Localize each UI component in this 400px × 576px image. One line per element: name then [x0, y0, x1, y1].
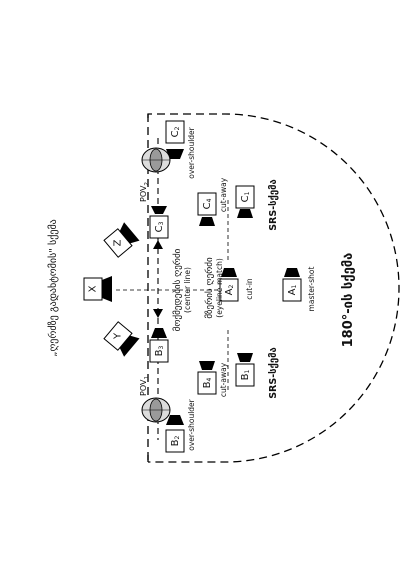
camera-x: X — [83, 276, 112, 302]
character-bottom — [141, 397, 171, 423]
center-line-arrow-bottom — [153, 309, 163, 318]
center-line-label: მოქმედების ღერძი — [172, 248, 183, 331]
label-over-shoulder-top: over-shoulder — [187, 126, 196, 178]
camera-c4: C4 — [197, 192, 217, 226]
camera-a2: A2 — [219, 268, 239, 302]
svg-text:C2: C2 — [170, 126, 181, 137]
diagram-title: „ღერძზე გადახტომის" სქემა — [47, 219, 59, 356]
camera-b2: B2 — [165, 415, 185, 453]
svg-text:A2: A2 — [224, 284, 235, 295]
camera-b1: B1 — [235, 353, 255, 387]
svg-text:B3: B3 — [154, 345, 165, 356]
svg-text:X: X — [88, 285, 99, 292]
camera-b3: B3 — [149, 328, 169, 363]
semicircle-label: 180°-ის სქემა — [341, 253, 356, 348]
eyeline-label-en: (eyeline-match) — [215, 258, 224, 318]
svg-text:B1: B1 — [240, 369, 251, 380]
svg-text:B4: B4 — [202, 377, 213, 388]
camera-c1: C1 — [235, 185, 255, 218]
svg-text:A1: A1 — [287, 284, 298, 295]
svg-text:B2: B2 — [170, 435, 181, 446]
camera-c3: C3 — [149, 206, 169, 239]
svg-text:C3: C3 — [154, 221, 165, 232]
label-pov1: POV1 — [139, 376, 150, 396]
label-cut-in: cut-in — [245, 278, 254, 300]
label-pov2: POV2 — [139, 182, 150, 202]
label-over-shoulder-bottom: over-shoulder — [187, 398, 196, 450]
center-line-label-en: (center line) — [183, 267, 192, 313]
svg-text:C4: C4 — [202, 198, 213, 209]
svg-text:Z: Z — [113, 239, 124, 246]
label-cut-away-bottom: cut-away — [219, 362, 228, 397]
srs-label-bottom: SRS-სქემა — [268, 347, 279, 399]
camera-c2: C2 — [165, 120, 185, 159]
svg-text:C1: C1 — [240, 191, 251, 202]
character-top — [141, 147, 171, 173]
label-master-shot: master-shot — [307, 267, 316, 312]
srs-label-top: SRS-სქემა — [268, 179, 279, 231]
eyeline-label: მზერის ღერძი — [204, 257, 215, 319]
label-cut-away-top: cut-away — [219, 177, 228, 212]
camera-b4: B4 — [197, 361, 217, 395]
camera-z: Z — [103, 222, 140, 258]
camera-y: Y — [103, 321, 140, 357]
svg-text:Y: Y — [113, 332, 124, 340]
center-line-arrow-top — [153, 240, 163, 249]
camera-a1: A1 — [282, 268, 302, 302]
